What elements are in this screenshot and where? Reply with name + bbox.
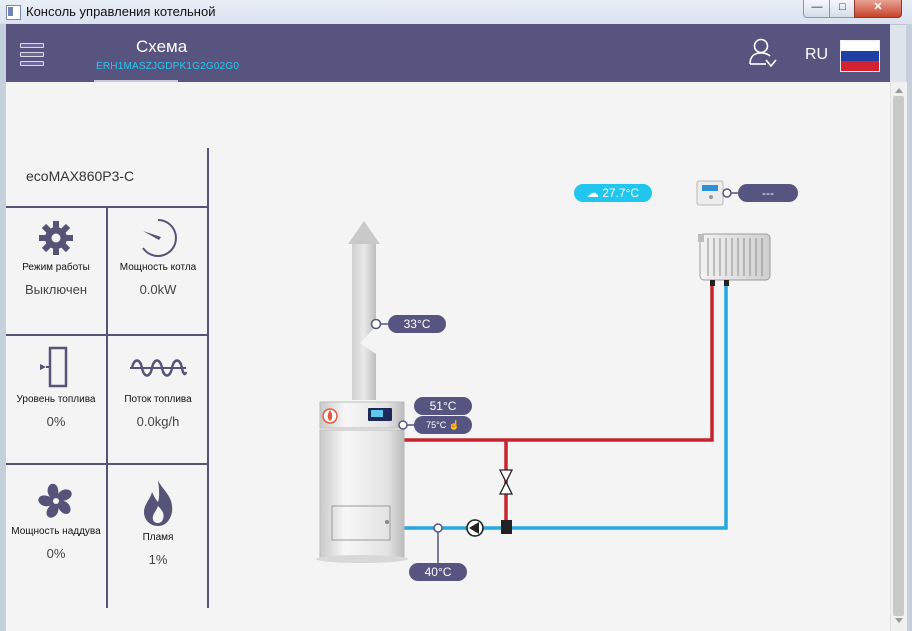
russia-flag-icon[interactable] [840, 40, 880, 72]
room-temp-badge: --- [738, 184, 798, 202]
valve-icon[interactable] [498, 469, 514, 495]
cell-value: 0.0kg/h [136, 414, 180, 429]
hamburger-icon[interactable] [20, 43, 44, 66]
outdoor-temp-badge: ☁ 27.7°C [574, 184, 652, 202]
outdoor-temp-value: 27.7°C [602, 186, 640, 200]
app-header: Схема ERH1MASZJGDPK1G2G02G0 RU [6, 24, 890, 83]
minimize-button[interactable]: — [803, 0, 831, 18]
cloud-icon: ☁ [586, 186, 599, 200]
page-title: Схема [136, 37, 188, 56]
cell-label: Поток топлива [124, 394, 192, 405]
controller-model: ecoMAX860P3-C [26, 168, 135, 184]
cell-boiler-power[interactable]: Мощность котла 0.0kW [108, 218, 208, 297]
panel-divider [106, 206, 108, 608]
cell-label: Режим работы [22, 262, 90, 273]
cell-value: 0% [46, 414, 66, 429]
feeder-screw-icon [130, 359, 188, 377]
fan-icon [38, 483, 72, 518]
window-titlebar[interactable]: Консоль управления котельной — □ ✕ [0, 0, 912, 25]
cell-flame[interactable]: Пламя 1% [108, 478, 208, 567]
scrollbar-thumb[interactable] [893, 96, 904, 616]
cell-fuel-flow[interactable]: Поток топлива 0.0kg/h [108, 346, 208, 429]
title-underline [94, 80, 178, 83]
cell-value: 0.0kW [139, 282, 177, 297]
return-sensor-icon [433, 523, 443, 533]
thermostat-sensor-icon [722, 188, 732, 198]
boiler-setpoint-badge[interactable]: 75°C ☝ [414, 416, 472, 434]
cell-value: 0% [46, 546, 66, 561]
flame-icon [144, 480, 173, 526]
status-panel: ecoMAX860P3-C Режим работы Выключен Мощн… [6, 148, 209, 608]
close-button[interactable]: ✕ [854, 0, 902, 18]
return-temp-badge: 40°C [409, 563, 467, 581]
boiler-temp-badge: 51°C [414, 397, 472, 415]
chimney [348, 221, 380, 400]
tee-fitting [501, 520, 512, 534]
room-thermostat-icon[interactable] [696, 180, 724, 206]
radiator [698, 233, 771, 281]
app-icon [6, 5, 21, 20]
window-title: Консоль управления котельной [26, 4, 216, 19]
exhaust-temp-badge: 33°C [388, 315, 446, 333]
scroll-up-icon[interactable] [895, 88, 903, 93]
cell-blower-power[interactable]: Мощность наддува 0% [6, 480, 106, 561]
user-icon[interactable] [748, 37, 778, 69]
gear-icon [39, 221, 73, 255]
setpoint-value: 75°C [426, 420, 447, 430]
language-label[interactable]: RU [805, 46, 829, 63]
cell-label: Уровень топлива [16, 394, 96, 405]
gauge-icon [142, 219, 177, 257]
device-id: ERH1MASZJGDPK1G2G02G0 [96, 61, 240, 72]
cell-operating-mode[interactable]: Режим работы Выключен [6, 218, 106, 297]
window-frame-right [906, 24, 912, 631]
window-frame-left [0, 24, 6, 631]
vertical-scrollbar[interactable] [890, 82, 907, 631]
maximize-button[interactable]: □ [829, 0, 856, 18]
cell-label: Мощность котла [119, 262, 197, 273]
cell-fuel-level[interactable]: Уровень топлива 0% [6, 346, 106, 429]
boiler-sensor-icon [398, 420, 408, 430]
fuel-level-icon [40, 346, 68, 388]
pump-icon[interactable] [466, 519, 484, 537]
hand-icon: ☝ [448, 420, 460, 430]
main-content [6, 82, 890, 631]
cell-label: Мощность наддува [11, 526, 101, 537]
boiler [316, 401, 408, 563]
exhaust-sensor-icon [370, 318, 382, 330]
panel-divider [207, 148, 209, 608]
cell-value: Выключен [24, 282, 88, 297]
cell-value: 1% [148, 552, 168, 567]
scroll-down-icon[interactable] [895, 618, 903, 623]
cell-label: Пламя [142, 532, 174, 543]
